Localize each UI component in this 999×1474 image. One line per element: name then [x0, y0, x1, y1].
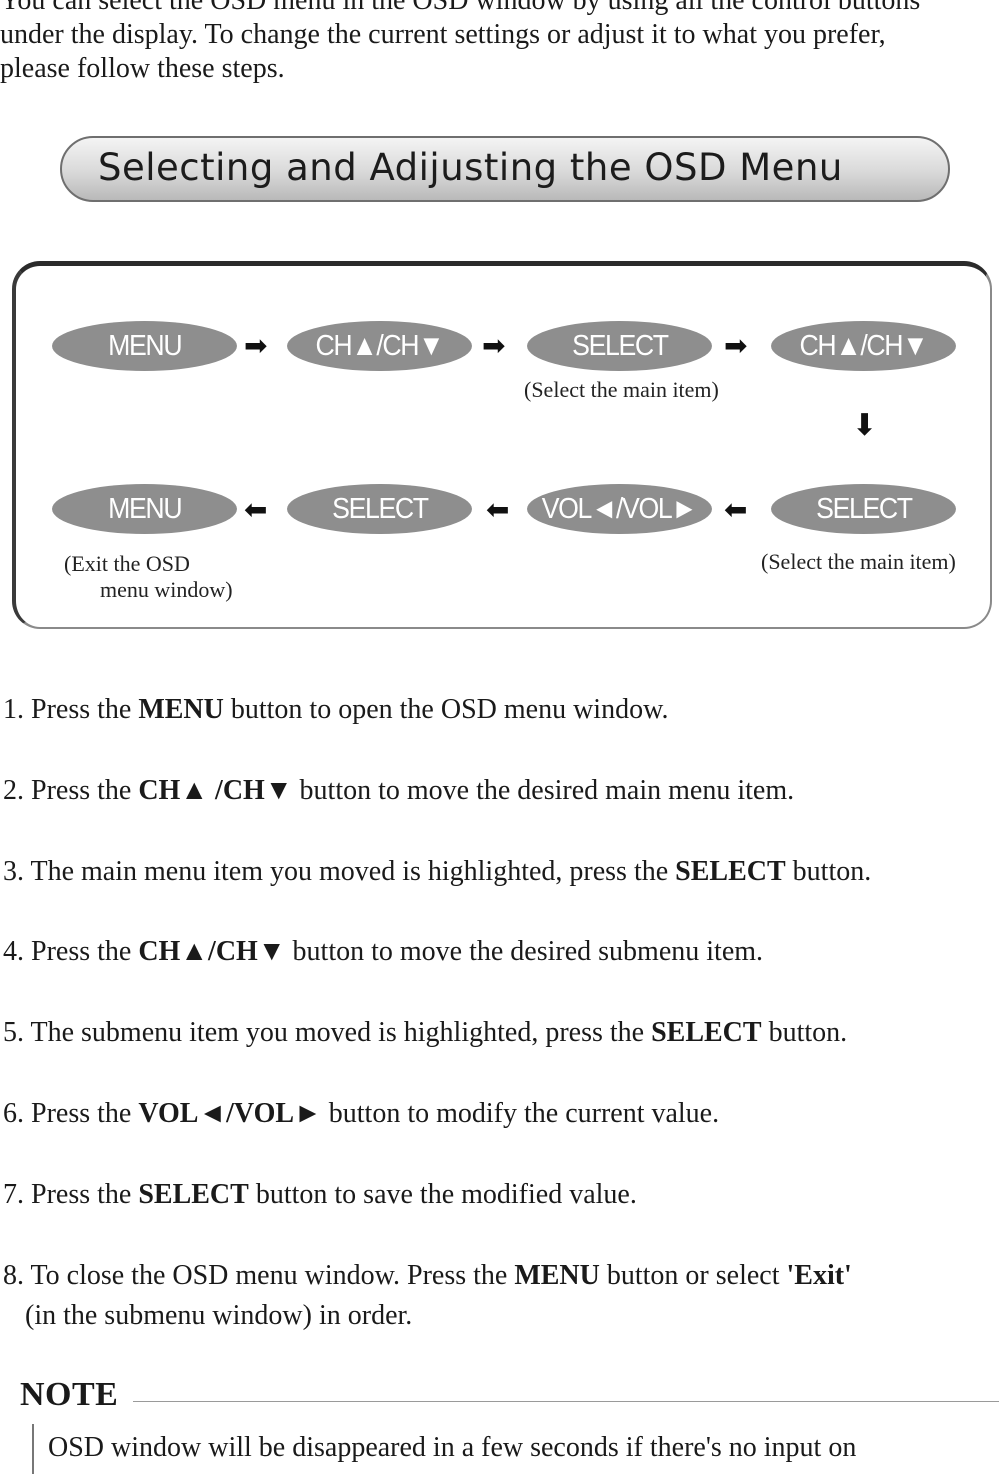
flow-label: CH▲/CH▼: [799, 329, 929, 362]
flow-select-button: SELECT: [287, 484, 472, 534]
step-8: 8. To close the OSD menu window. Press t…: [3, 1259, 852, 1293]
flow-label: MENU: [107, 492, 182, 525]
flow-select-button: SELECT: [527, 321, 712, 371]
arrow-left-icon: ⬅: [486, 493, 510, 526]
step-text: button to modify the current value.: [321, 1098, 720, 1129]
step-text: button to move the desired submenu item.: [285, 936, 764, 967]
flow-menu-button: MENU: [52, 484, 237, 534]
step-key: SELECT: [675, 856, 786, 887]
step-text: 5. The submenu item you moved is highlig…: [3, 1017, 652, 1048]
step-key: 'Exit': [786, 1260, 852, 1291]
section-title: Selecting and Adijusting the OSD Menu: [98, 146, 843, 189]
flow-label: VOL◄/VOL►: [542, 492, 698, 525]
step-7: 7. Press the SELECT button to save the m…: [3, 1178, 637, 1212]
step-text: 6. Press the: [3, 1098, 139, 1129]
section-title-banner: [60, 136, 950, 202]
step-1: 1. Press the MENU button to open the OSD…: [3, 693, 668, 727]
arrow-right-icon: ➡: [244, 329, 268, 362]
note-divider: [133, 1401, 999, 1402]
flow-label: SELECT: [331, 492, 429, 525]
flow-menu-button: MENU: [52, 321, 237, 371]
step-text: button to save the modified value.: [248, 1179, 637, 1210]
step-text: 2. Press the: [3, 775, 139, 806]
intro-line: under the display. To change the current…: [0, 19, 886, 50]
step-2: 2. Press the CH▲ /CH▼ button to move the…: [3, 774, 794, 808]
step-text: button.: [785, 856, 872, 887]
step-text: 7. Press the: [3, 1179, 139, 1210]
step-key: CH▲ /CH▼: [138, 775, 293, 806]
step-text: 8. To close the OSD menu window. Press t…: [3, 1260, 515, 1291]
step-key: SELECT: [651, 1017, 762, 1048]
intro-line: You can select the OSD menu in the OSD w…: [0, 0, 921, 16]
step-text: button.: [761, 1017, 848, 1048]
step-key: VOL◄/VOL►: [138, 1098, 322, 1129]
step-5: 5. The submenu item you moved is highlig…: [3, 1016, 847, 1050]
step-3: 3. The main menu item you moved is highl…: [3, 855, 871, 889]
arrow-down-icon: ⬇: [852, 408, 878, 443]
note-text: OSD window will be disappeared in a few …: [48, 1432, 857, 1463]
caption-exit-osd: menu window): [100, 577, 233, 602]
flow-label: CH▲/CH▼: [315, 329, 445, 362]
step-text: button or select: [599, 1260, 787, 1291]
intro-paragraph: You can select the OSD menu in the OSD w…: [0, 0, 999, 86]
step-key: SELECT: [138, 1179, 249, 1210]
step-text: button to open the OSD menu window.: [223, 694, 669, 725]
step-text: 1. Press the: [3, 694, 139, 725]
flow-label: SELECT: [571, 329, 669, 362]
step-text: 4. Press the: [3, 936, 139, 967]
flow-channel-button: CH▲/CH▼: [771, 321, 956, 371]
arrow-left-icon: ⬅: [244, 493, 268, 526]
caption-select-main: (Select the main item): [761, 549, 956, 574]
step-4: 4. Press the CH▲/CH▼ button to move the …: [3, 935, 763, 969]
flow-channel-button: CH▲/CH▼: [287, 321, 472, 371]
note-sidebar: [32, 1424, 34, 1474]
intro-line: please follow these steps.: [0, 53, 285, 84]
step-6: 6. Press the VOL◄/VOL► button to modify …: [3, 1097, 719, 1131]
note-heading: NOTE: [20, 1376, 119, 1413]
step-8-continued: (in the submenu window) in order.: [25, 1300, 413, 1331]
flow-label: MENU: [107, 329, 182, 362]
osd-flow-diagram: [12, 261, 992, 629]
flow-volume-button: VOL◄/VOL►: [527, 484, 712, 534]
step-text: 3. The main menu item you moved is highl…: [3, 856, 676, 887]
caption-exit-osd: (Exit the OSD: [64, 551, 190, 576]
flow-label: SELECT: [815, 492, 913, 525]
flow-select-button: SELECT: [771, 484, 956, 534]
step-key: MENU: [514, 1260, 600, 1291]
arrow-left-icon: ⬅: [724, 493, 748, 526]
step-key: CH▲/CH▼: [138, 936, 286, 967]
caption-select-main: (Select the main item): [524, 377, 719, 402]
arrow-right-icon: ➡: [482, 329, 506, 362]
step-text: button to move the desired main menu ite…: [292, 775, 795, 806]
step-key: MENU: [138, 694, 224, 725]
arrow-right-icon: ➡: [724, 329, 748, 362]
